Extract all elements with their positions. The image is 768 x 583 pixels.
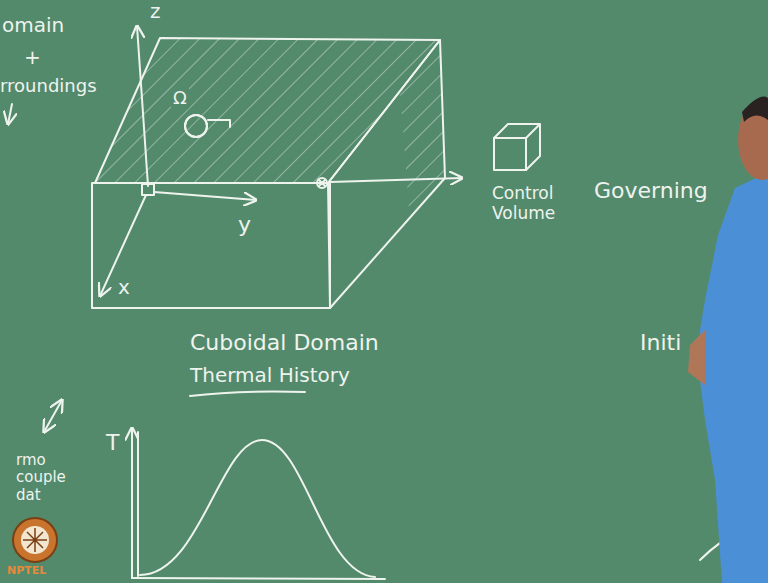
chalk-arrow — [8, 104, 12, 124]
region-hatch — [185, 115, 207, 137]
plus-sign: + — [24, 46, 41, 69]
cube-right-face — [328, 40, 445, 308]
cube-side-hatch — [400, 40, 445, 222]
t-axis — [131, 428, 133, 578]
cube-front-face — [92, 183, 330, 308]
heading-label: Thermal History — [190, 364, 350, 387]
partial-word: Initi — [640, 330, 681, 355]
region-symbol: Ω — [171, 88, 189, 109]
axis-label: T — [106, 430, 119, 455]
double-arrow — [44, 400, 62, 432]
partial-word: omain — [2, 14, 64, 37]
region-blob — [185, 115, 207, 137]
axis-label: z — [150, 0, 161, 23]
axis-label: x — [118, 276, 130, 299]
z-axis — [137, 26, 148, 186]
axis-label: y — [238, 212, 251, 237]
temperature-curve — [140, 440, 375, 577]
nptel-logo — [13, 518, 57, 562]
heading-label: Governing — [594, 178, 708, 203]
cross-mark — [317, 178, 327, 188]
control-cube-back — [494, 124, 540, 170]
cross-mark-x — [319, 180, 325, 186]
t-axis-double — [137, 432, 139, 576]
logo-text: NPTEL — [7, 565, 46, 578]
y-axis — [154, 192, 256, 200]
heading-label: Cuboidal Domain — [190, 330, 379, 355]
lecturer-figure — [688, 97, 768, 583]
partial-word: rroundings — [0, 76, 97, 97]
time-axis — [132, 578, 385, 579]
partial-word: rmo couple dat — [16, 452, 68, 504]
outward-arrow — [330, 178, 462, 182]
region-leader — [208, 120, 230, 127]
underline — [190, 392, 305, 397]
heading-label: Control Volume — [492, 184, 576, 223]
control-cube-front — [494, 138, 526, 170]
